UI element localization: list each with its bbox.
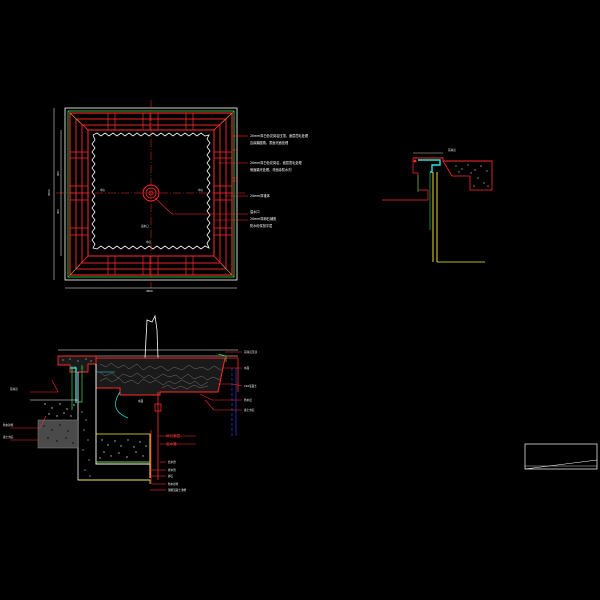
fountain-section-view: 花岗岩压顶 水面 C20混凝土 防水层 素土夯实 碎石垫层 溢水管 给水管 排水… bbox=[3, 314, 257, 492]
plan-tile-lines-top bbox=[107, 113, 194, 130]
sect-label-left-1: 花岗岩 bbox=[10, 387, 18, 391]
plan-axis-label: 中心 bbox=[146, 240, 152, 244]
plan-green-miter-bl bbox=[67, 264, 81, 278]
plan-dim-left-lower-text: 400 bbox=[56, 209, 60, 214]
plan-center-label-left: 中心 bbox=[100, 188, 106, 192]
title-block-diagonal bbox=[524, 459, 598, 470]
plan-tile-lines-left bbox=[70, 151, 88, 236]
sect-label-8: 给水管 bbox=[168, 460, 176, 464]
plan-note-1: 20mm厚白色花岗岩压顶，面层凿毛处理 bbox=[250, 133, 309, 138]
sect-label-5: 素土夯实 bbox=[244, 408, 255, 412]
plan-dim-height-text: 3000 bbox=[47, 189, 51, 196]
title-block-frame bbox=[524, 443, 598, 470]
sect-left-ground-block bbox=[37, 419, 79, 449]
sect-label-1: 花岗岩压顶 bbox=[244, 350, 257, 354]
sect-right-outline bbox=[225, 357, 239, 392]
plan-drain-label: 溢水口 bbox=[141, 224, 149, 228]
sect-right-green bbox=[217, 353, 227, 362]
sect-label-3: C20混凝土 bbox=[244, 384, 257, 388]
edge-left-step bbox=[382, 158, 429, 201]
plan-tile-lines-right bbox=[214, 151, 232, 236]
edge-note: 花岗岩 bbox=[448, 148, 456, 152]
sect-label-6: 碎石垫层 bbox=[166, 433, 181, 438]
plan-drain-leader bbox=[154, 197, 173, 215]
edge-cap-dots bbox=[455, 164, 489, 187]
edge-cyan-layer bbox=[418, 159, 441, 173]
sect-label-11: 防水砂浆 bbox=[168, 482, 179, 486]
plan-note-3: 20mm厚白色花岗岩，面层凿毛处理 bbox=[250, 160, 303, 165]
edge-coping-outline bbox=[413, 157, 492, 162]
plan-note-4: 侧面磨光处理，背面涂防水剂 bbox=[250, 167, 291, 172]
plan-note-6: 溢水口 bbox=[250, 209, 260, 214]
sect-label-4: 防水层 bbox=[244, 398, 252, 402]
sect-inner-label: 水面 bbox=[138, 399, 144, 403]
plan-dim-left-upper-text: 400 bbox=[56, 171, 60, 176]
edge-detail-view: 花岗岩 bbox=[382, 148, 493, 263]
sect-yellow-foundation bbox=[96, 433, 151, 463]
sect-concrete-hatch bbox=[99, 439, 147, 459]
sect-cyan-line bbox=[70, 367, 77, 403]
plan-note-7: 20mm厚卵石铺底 bbox=[250, 216, 277, 221]
sect-label-left-2: 防水砂浆 bbox=[3, 423, 14, 427]
plan-drain-outer bbox=[142, 184, 160, 202]
plan-pool-edge bbox=[91, 132, 211, 250]
sect-nozzle bbox=[144, 314, 159, 359]
sect-leaders-right bbox=[150, 351, 243, 491]
sect-label-9: 排水管 bbox=[168, 468, 176, 472]
sect-green-line-2 bbox=[78, 365, 83, 403]
plan-note-2: 边缘磨圆角，表面光面处理 bbox=[250, 140, 289, 145]
sect-water-jet bbox=[115, 391, 129, 419]
title-block bbox=[524, 443, 598, 470]
edge-cap-hatch bbox=[442, 160, 493, 191]
plan-note-5: 20mm厚锥体 bbox=[250, 193, 271, 198]
sect-pipe-fitting bbox=[154, 403, 162, 412]
sect-label-7: 溢水管 bbox=[166, 441, 177, 446]
sect-label-12: 钢筋混凝土池壁 bbox=[168, 488, 187, 492]
plan-green-miter-tr bbox=[221, 110, 235, 124]
plan-green-miter-br bbox=[221, 264, 235, 278]
sect-yellow-base bbox=[78, 479, 151, 484]
sect-label-left-3: 素土夯实 bbox=[3, 435, 14, 439]
plan-drain-core bbox=[148, 190, 154, 196]
plan-green-miter-tl bbox=[67, 110, 81, 124]
fountain-plan-view: 3000 3000 400 400 中心 中心 溢水口 中心 20mm厚白色花岗… bbox=[47, 100, 309, 293]
sect-left-ground-dots bbox=[43, 424, 74, 444]
sect-label-2: 水面 bbox=[244, 366, 250, 370]
sect-label-10: 卵石 bbox=[168, 474, 174, 478]
plan-note-8: 防水砂浆找平层 bbox=[250, 223, 272, 228]
sect-leaders-left bbox=[10, 379, 59, 441]
sect-gravel-dots bbox=[44, 403, 75, 417]
plan-dim-width-text: 3000 bbox=[146, 289, 153, 293]
sect-coping-slab bbox=[95, 357, 226, 396]
sect-left-coping bbox=[57, 355, 97, 373]
plan-tile-lines-bottom bbox=[107, 256, 194, 275]
plan-drain-inner bbox=[145, 187, 157, 199]
sect-left-concrete-dots bbox=[81, 411, 91, 477]
plan-leaders bbox=[214, 135, 248, 221]
plan-center-label-right: 中心 bbox=[198, 188, 204, 192]
edge-bolt bbox=[413, 159, 417, 163]
sect-coping-hatch bbox=[99, 362, 222, 390]
